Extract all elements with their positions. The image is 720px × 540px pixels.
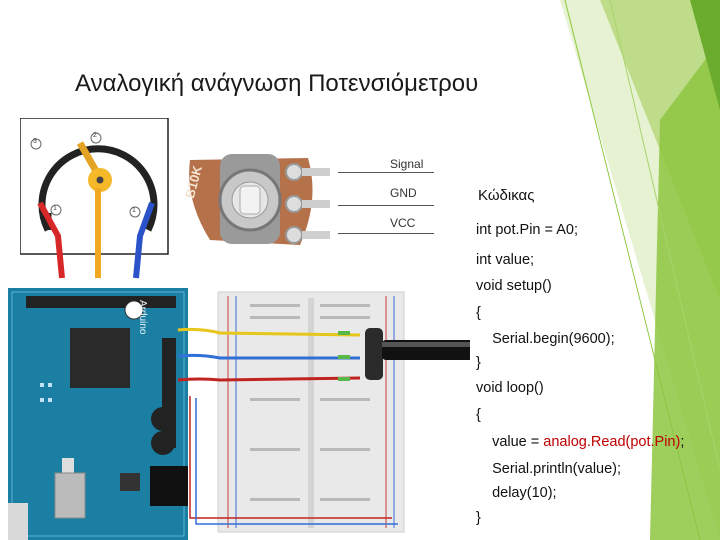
- pin-number-label: 1: [53, 205, 57, 212]
- code-line: int value;: [476, 252, 534, 268]
- code-line: int pot.Pin = A0;: [476, 222, 578, 238]
- code-heading: Κώδικας: [478, 187, 534, 204]
- signal-leader-line: [338, 172, 434, 173]
- pin-number-label: 2: [93, 132, 97, 139]
- gnd-leader-line: [338, 205, 434, 206]
- potentiometer-diagram: [20, 118, 170, 288]
- code-line: delay(10);: [480, 485, 557, 501]
- gnd-label: GND: [390, 186, 417, 200]
- code-line: {: [476, 407, 481, 423]
- code-line: }: [476, 355, 481, 371]
- code-line: Serial.begin(9600);: [480, 331, 615, 347]
- vcc-label: VCC: [390, 216, 415, 230]
- code-line: }: [476, 510, 481, 526]
- vcc-leader-line: [338, 233, 434, 234]
- code-line-analog-read: value = analog.Read(pot.Pin);: [480, 434, 684, 450]
- slide-title: Αναλογική ανάγνωση Ποτενσιόμετρου: [75, 70, 478, 98]
- potentiometer-photo: [180, 140, 340, 260]
- code-line-prefix: value =: [480, 434, 543, 450]
- pin-number-label: 1: [132, 207, 136, 214]
- code-highlight: analog.Read(pot.Pin): [543, 434, 680, 450]
- code-line: Serial.println(value);: [480, 461, 621, 477]
- code-line: {: [476, 305, 481, 321]
- code-line: void setup(): [476, 278, 552, 294]
- board-label: Arduino: [137, 300, 148, 334]
- arduino-breadboard-illustration: [0, 288, 470, 540]
- signal-label: Signal: [390, 157, 423, 171]
- code-line: void loop(): [476, 380, 544, 396]
- code-highlight-suffix: ;: [680, 434, 684, 450]
- pin-number-label: 3: [33, 138, 37, 145]
